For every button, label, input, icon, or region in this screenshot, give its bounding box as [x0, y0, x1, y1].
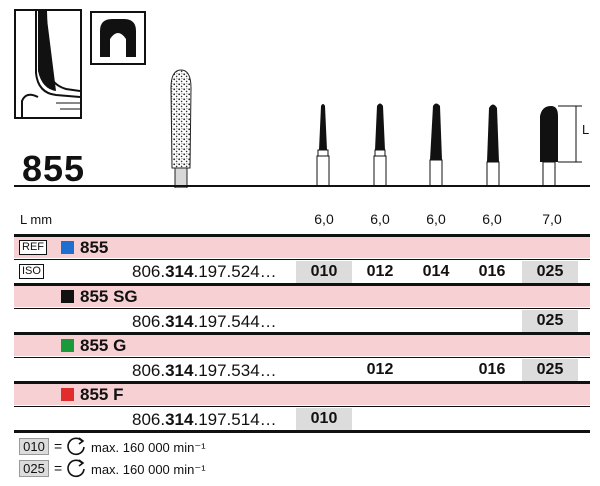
length-cell: 7,0 [542, 211, 562, 227]
variant-header-band [14, 384, 590, 405]
shank-profile-icon [14, 9, 82, 119]
variant-name: 855 F [80, 385, 124, 404]
size-cell: 025 [522, 261, 578, 283]
size-cell: 016 [478, 263, 506, 280]
legend-size-code: 025 [19, 460, 49, 477]
article-number: 806.314.197.534… [132, 361, 277, 380]
iso-tag: ISO [19, 264, 44, 279]
length-cell: 6,0 [370, 211, 390, 227]
table-rule [14, 283, 590, 286]
table-rule [14, 381, 590, 384]
size-cell: 010 [296, 408, 352, 430]
legend-size-code: 010 [19, 438, 49, 455]
legend-equals: = [54, 438, 63, 454]
variant-header-band [14, 335, 590, 356]
size-cell: 016 [478, 361, 506, 378]
bur-size-silhouette-icon [300, 98, 590, 188]
bur-head-profile-icon [90, 11, 146, 65]
variant-name: 855 [80, 238, 109, 257]
length-cell: 6,0 [426, 211, 446, 227]
variant-name: 855 G [80, 336, 127, 355]
diamond-bur-icon [168, 68, 194, 189]
ref-tag: REF [19, 240, 47, 255]
variant-name: 855 SG [80, 287, 138, 306]
table-rule [14, 430, 590, 433]
variant-color-swatch [61, 388, 74, 401]
table-rule [14, 234, 590, 237]
length-cell: 6,0 [314, 211, 334, 227]
variant-header-band [14, 237, 590, 258]
row-divider [14, 406, 590, 407]
legend-speed: max. 160 000 min⁻¹ [91, 462, 206, 477]
size-cell: 025 [522, 310, 578, 332]
size-cell: 012 [366, 361, 394, 378]
variant-color-swatch [61, 339, 74, 352]
row-divider [14, 308, 590, 309]
variant-color-swatch [61, 241, 74, 254]
size-cell: 014 [422, 263, 450, 280]
row-divider [14, 357, 590, 358]
length-unit-label: L mm [20, 212, 53, 227]
baseline-divider [14, 185, 590, 187]
article-number: 806.314.197.544… [132, 312, 277, 331]
article-number: 806.314.197.514… [132, 410, 277, 429]
rotation-icon [66, 436, 88, 458]
dimension-label: L [582, 122, 590, 137]
length-cell: 6,0 [482, 211, 502, 227]
rotation-icon [66, 458, 88, 480]
size-cell: 025 [522, 359, 578, 381]
legend-equals: = [54, 460, 63, 476]
legend-speed: max. 160 000 min⁻¹ [91, 440, 206, 455]
size-cell: 012 [366, 263, 394, 280]
page-title: 855 [22, 148, 86, 189]
article-number: 806.314.197.524… [132, 262, 277, 281]
size-cell: 010 [296, 261, 352, 283]
table-rule [14, 332, 590, 335]
variant-header-band [14, 286, 590, 307]
variant-color-swatch [61, 290, 74, 303]
row-divider [14, 259, 590, 260]
